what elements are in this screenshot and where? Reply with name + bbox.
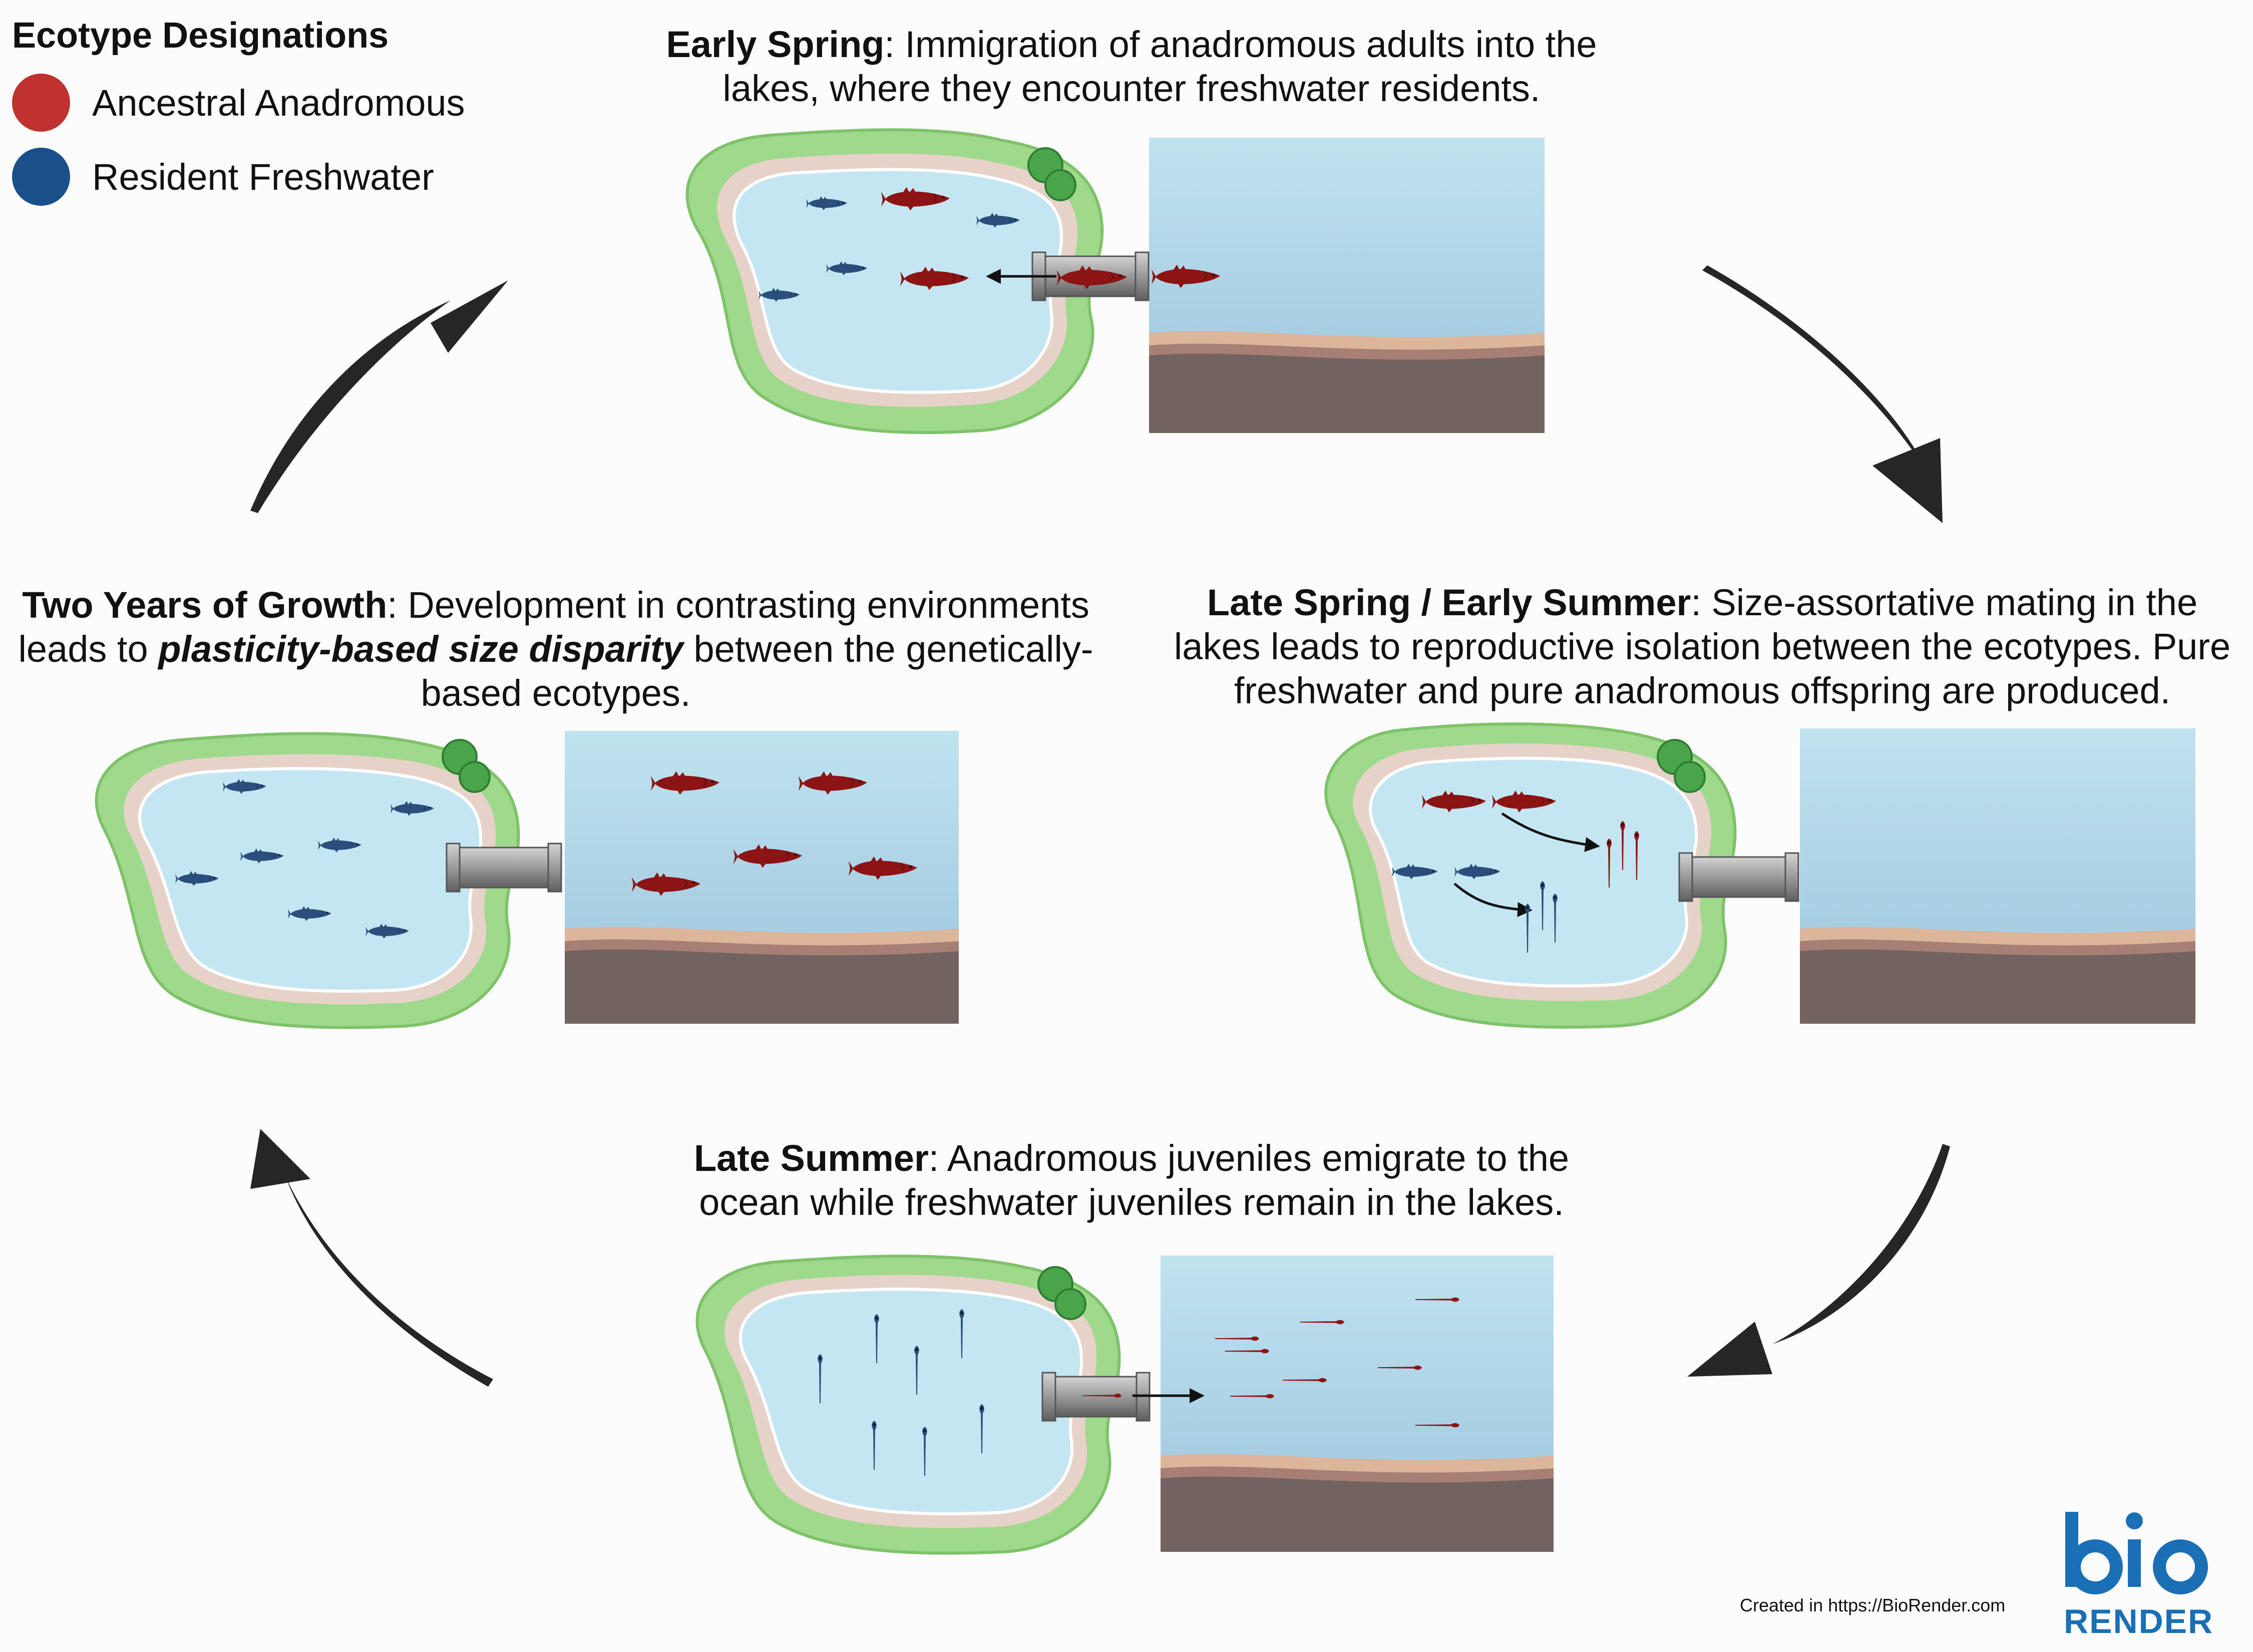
sediment-layer	[1800, 949, 2195, 1024]
late-spring-description: : Size-assortative mating in the lakes l…	[1174, 582, 2231, 711]
late-summer-description: : Anadromous juveniles emigrate to the o…	[699, 1137, 1570, 1223]
legend-label-anadromous: Ancestral Anadromous	[92, 82, 465, 124]
legend-label-freshwater: Resident Freshwater	[92, 156, 434, 198]
biorender-credit: Created in https://BioRender.com	[1740, 1595, 2006, 1615]
late-spring-scene	[1324, 722, 2195, 1029]
late-summer-caption: Late Summer: Anadromous juveniles emigra…	[671, 1136, 1592, 1224]
sediment-layer	[565, 949, 959, 1024]
arrowhead-icon	[1687, 1322, 1772, 1377]
cycle-arrow-bottom-right	[1687, 1144, 1950, 1377]
legend-title: Ecotype Designations	[12, 16, 389, 56]
biorender-logo-text: RENDER	[2060, 1502, 2212, 1640]
legend: Ecotype Designations Ancestral Anadromou…	[12, 15, 465, 221]
freshwater-color-dot	[12, 148, 70, 206]
sediment-layer	[1149, 353, 1545, 433]
early-spring-title: Early Spring	[666, 24, 885, 65]
arrowhead-icon	[431, 280, 508, 353]
early-spring-scene	[685, 128, 1545, 435]
late-spring-caption: Late Spring / Early Summer: Size-assorta…	[1172, 581, 2233, 713]
late-summer-scene	[695, 1255, 1554, 1555]
mating-arrow	[1501, 812, 1600, 852]
arrowhead-icon	[250, 1129, 310, 1189]
anadromous-color-dot	[12, 74, 70, 132]
arrowhead-icon	[1872, 438, 1943, 523]
tree-icon	[1054, 1288, 1086, 1320]
two-years-emphasis: plasticity-based size disparity	[158, 628, 683, 670]
tree-icon	[459, 761, 491, 793]
cycle-arrow-bottom-left	[250, 1129, 493, 1387]
culvert-pipe	[446, 843, 562, 893]
early-spring-description: : Immigration of anadromous adults into …	[722, 24, 1597, 109]
late-spring-title: Late Spring / Early Summer	[1207, 582, 1691, 623]
cycle-arrow-top-left	[250, 280, 508, 513]
late-summer-title: Late Summer	[693, 1137, 929, 1179]
logo-render-text: RENDER	[2064, 1602, 2214, 1640]
legend-item-freshwater: Resident Freshwater	[12, 147, 465, 206]
two-years-title: Two Years of Growth	[22, 584, 388, 626]
tree-icon	[1674, 761, 1706, 793]
two-years-scene	[95, 731, 959, 1029]
tree-icon	[1044, 169, 1076, 201]
biorender-logo	[2065, 1512, 2208, 1594]
two-years-caption: Two Years of Growth: Development in cont…	[15, 583, 1096, 715]
legend-item-anadromous: Ancestral Anadromous	[12, 73, 465, 132]
sediment-layer	[1161, 1476, 1554, 1552]
two-years-description-b: between the genetically-based ecotypes.	[421, 628, 1093, 714]
cycle-arrow-top-right	[1702, 265, 1943, 523]
culvert-pipe	[1678, 852, 1799, 902]
two-years-description-a: : Development in contrasting environment…	[18, 584, 1089, 670]
early-spring-caption: Early Spring: Immigration of anadromous …	[646, 23, 1617, 111]
mating-arrow	[1453, 883, 1533, 917]
